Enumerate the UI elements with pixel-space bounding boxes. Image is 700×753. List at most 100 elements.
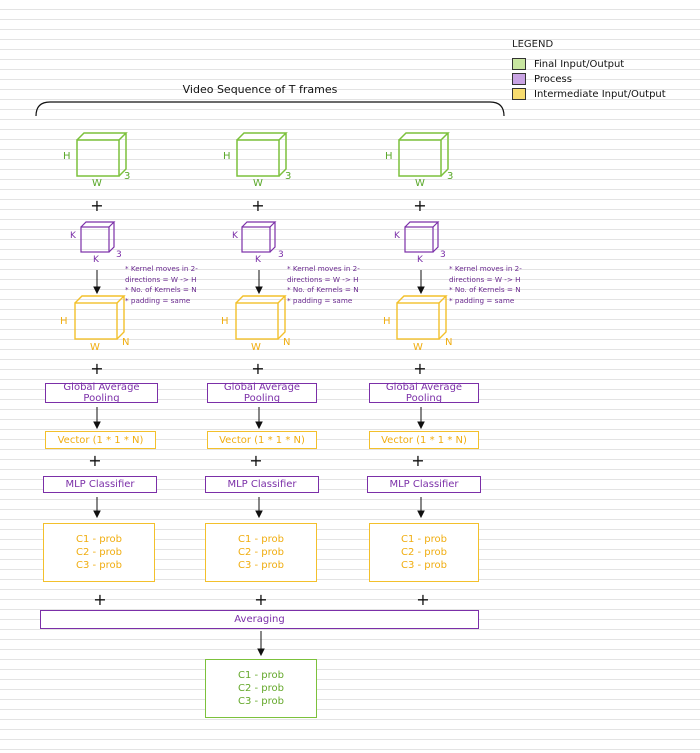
kernel-note-line: * padding = same (125, 295, 191, 305)
kernel-k-side-label-1: K (70, 231, 76, 241)
feature-w-label-3: W (413, 342, 423, 353)
frame-w-label-3: W (415, 178, 425, 189)
prob-line: C1 - prob (237, 534, 284, 545)
feature-h-label-1: H (60, 316, 68, 327)
frame-h-label-3: H (385, 151, 393, 162)
global-average-pooling-box-1: Global Average Pooling (45, 382, 158, 404)
final-prob-line: C1 - prob (237, 670, 284, 681)
sequence-title: Video Sequence of T frames (182, 83, 338, 96)
vector-box-1: Vector (1 * 1 * N) (45, 431, 156, 449)
kernel-note-line: * Kernel moves in 2- (125, 264, 198, 273)
kernel-note-line: * Kernel moves in 2- (287, 264, 360, 273)
frame-cube-1 (76, 132, 128, 177)
global-average-pooling-box-3: Global Average Pooling (369, 382, 479, 404)
frame-w-label-2: W (253, 178, 263, 189)
legend-label-final: Final Input/Output (534, 58, 625, 70)
plus-sign: + (90, 196, 104, 215)
kernel-note-line: * No. of Kernels = N (287, 285, 359, 294)
prob-line: C2 - prob (75, 547, 122, 558)
plus-sign: + (251, 196, 265, 215)
kernel-note-line: * Kernel moves in 2- (449, 264, 522, 273)
prob-line: C2 - prob (237, 547, 284, 558)
prob-line: C1 - prob (75, 534, 122, 545)
plus-sign: + (411, 451, 425, 470)
legend-item-intermediate: Intermediate Input/Output (512, 87, 666, 101)
feature-w-label-1: W (90, 342, 100, 353)
kernel-notes-3: * Kernel moves in 2- directions = W -> H… (449, 264, 539, 306)
final-prob-line: C3 - prob (237, 696, 284, 707)
kernel-note-line: directions = W -> H (449, 274, 521, 284)
prob-line: C3 - prob (237, 560, 284, 571)
prob-line: C3 - prob (75, 560, 122, 571)
kernel-k-side-label-2: K (232, 231, 238, 241)
frame-h-label-1: H (63, 151, 71, 162)
frame-w-label-1: W (92, 178, 102, 189)
plus-sign: + (413, 196, 427, 215)
kernel-note-line: * No. of Kernels = N (125, 285, 197, 294)
kernel-note-line: directions = W -> H (125, 274, 197, 284)
legend-swatch-process (512, 73, 526, 85)
frame-cube-2 (236, 132, 288, 177)
legend-label-intermediate: Intermediate Input/Output (534, 88, 666, 100)
mlp-classifier-box-2: MLP Classifier (205, 476, 319, 493)
mlp-classifier-box-1: MLP Classifier (43, 476, 157, 493)
kernel-cube-2 (241, 221, 277, 253)
kernel-c-label-1: 3 (116, 250, 122, 260)
feature-cube-1 (74, 295, 126, 340)
kernel-k-bottom-label-2: K (255, 255, 261, 265)
feature-n-label-1: N (122, 337, 130, 348)
final-output-box: C1 - prob C2 - prob C3 - prob (205, 659, 317, 718)
plus-sign: + (254, 590, 268, 609)
frame-cube-3 (398, 132, 450, 177)
plus-sign: + (90, 359, 104, 378)
kernel-k-side-label-3: K (394, 231, 400, 241)
plus-sign: + (88, 451, 102, 470)
kernel-cube-3 (404, 221, 440, 253)
kernel-notes-2: * Kernel moves in 2- directions = W -> H… (287, 264, 377, 306)
sequence-brace (35, 101, 505, 117)
averaging-box: Averaging (40, 610, 479, 629)
kernel-k-bottom-label-1: K (93, 255, 99, 265)
arrow-averaging-to-final (257, 631, 265, 657)
feature-h-label-3: H (383, 316, 391, 327)
plus-sign: + (93, 590, 107, 609)
plus-sign: + (413, 359, 427, 378)
frame-c-label-3: 3 (447, 171, 454, 182)
kernel-k-bottom-label-3: K (417, 255, 423, 265)
plus-sign: + (249, 451, 263, 470)
plus-sign: + (251, 359, 265, 378)
kernel-note-line: * padding = same (449, 295, 515, 305)
feature-n-label-2: N (283, 337, 291, 348)
prob-line: C3 - prob (400, 560, 447, 571)
feature-h-label-2: H (221, 316, 229, 327)
final-prob-line: C2 - prob (237, 683, 284, 694)
feature-cube-3 (396, 295, 448, 340)
legend-item-final: Final Input/Output (512, 57, 624, 71)
kernel-c-label-3: 3 (440, 250, 446, 260)
vector-box-3: Vector (1 * 1 * N) (369, 431, 479, 449)
legend-swatch-intermediate (512, 88, 526, 100)
legend-label-process: Process (534, 73, 572, 85)
plus-sign: + (416, 590, 430, 609)
legend-swatch-final (512, 58, 526, 70)
global-average-pooling-box-2: Global Average Pooling (207, 382, 317, 404)
kernel-notes-1: * Kernel moves in 2- directions = W -> H… (125, 264, 215, 306)
vector-box-2: Vector (1 * 1 * N) (207, 431, 317, 449)
legend-item-process: Process (512, 72, 572, 86)
arrows-col-1 (93, 270, 101, 519)
kernel-note-line: directions = W -> H (287, 274, 359, 284)
prob-line: C1 - prob (400, 534, 447, 545)
frame-c-label-1: 3 (124, 171, 131, 182)
prob-box-1: C1 - prob C2 - prob C3 - prob (43, 523, 155, 582)
mlp-classifier-box-3: MLP Classifier (367, 476, 481, 493)
kernel-cube-1 (80, 221, 116, 253)
frame-h-label-2: H (223, 151, 231, 162)
arrows-col-2 (255, 270, 263, 519)
prob-box-2: C1 - prob C2 - prob C3 - prob (205, 523, 317, 582)
prob-box-3: C1 - prob C2 - prob C3 - prob (369, 523, 479, 582)
frame-c-label-2: 3 (285, 171, 292, 182)
prob-line: C2 - prob (400, 547, 447, 558)
arrows-col-3 (417, 270, 425, 519)
legend-title: LEGEND (512, 39, 554, 50)
